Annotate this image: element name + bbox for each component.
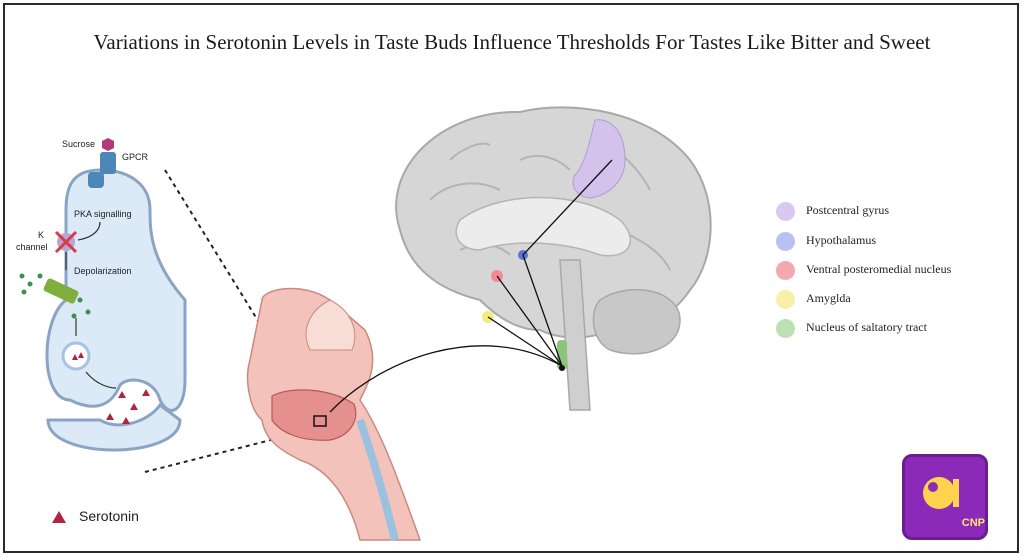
pathway-node bbox=[559, 365, 565, 371]
zoom-line-bottom bbox=[144, 427, 319, 473]
k-label: K bbox=[38, 230, 44, 240]
head-section bbox=[246, 287, 422, 541]
legend-label: Postcentral gyrus bbox=[806, 203, 889, 217]
legend-item-postcentral: Postcentral gyrus bbox=[776, 200, 1016, 222]
legend-swatch bbox=[776, 261, 795, 280]
legend-label: Ventral posteromedial nucleus bbox=[806, 262, 952, 276]
ions-icon bbox=[19, 273, 91, 319]
legend-item-vpm: Ventral posteromedial nucleus bbox=[776, 259, 1016, 281]
channel-icon bbox=[43, 278, 79, 304]
legend-swatch bbox=[776, 202, 795, 221]
legend-item-amygdala: Amyglda bbox=[776, 288, 1016, 310]
released-serotonin-icon bbox=[106, 389, 150, 424]
vesicle-icon bbox=[61, 341, 91, 371]
legend-swatch bbox=[776, 319, 795, 338]
legend-swatch bbox=[776, 290, 795, 309]
gpcr-icon bbox=[88, 152, 116, 188]
channel-label: channel bbox=[16, 242, 48, 252]
legend-label: Hypothalamus bbox=[806, 233, 876, 247]
legend-label: Nucleus of saltatory tract bbox=[806, 320, 927, 334]
k-channel-icon bbox=[54, 230, 78, 254]
legend-item-hypothalamus: Hypothalamus bbox=[776, 230, 1016, 252]
figure-title: Variations in Serotonin Levels in Taste … bbox=[93, 30, 931, 54]
serotonin-label: Serotonin bbox=[79, 508, 139, 524]
legend-item-nucleus: Nucleus of saltatory tract bbox=[776, 317, 1016, 339]
cell-arrows bbox=[65, 221, 117, 389]
logo-text: CNP bbox=[961, 517, 985, 529]
gpcr-label: GPCR bbox=[122, 152, 149, 162]
legend-swatch bbox=[776, 232, 795, 251]
sucrose-label: Sucrose bbox=[62, 139, 95, 149]
pathway-lines bbox=[329, 159, 613, 413]
sucrose-icon bbox=[102, 138, 114, 151]
cnp-logo: CNP bbox=[902, 454, 988, 540]
legend-label: Amyglda bbox=[806, 291, 851, 305]
serotonin-triangle-icon bbox=[52, 511, 66, 523]
pka-label: PKA signalling bbox=[74, 209, 132, 219]
logo-emblem-icon bbox=[923, 477, 959, 509]
brain bbox=[395, 106, 712, 411]
depolarization-label: Depolarization bbox=[74, 266, 132, 276]
